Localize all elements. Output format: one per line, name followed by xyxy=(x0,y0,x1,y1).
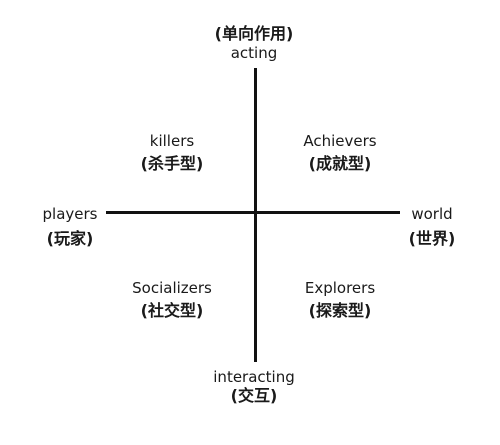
quadrant-socializers: Socializers (社交型) xyxy=(132,279,212,321)
horizontal-axis xyxy=(106,211,400,214)
bottom-axis-label: interacting (交互) xyxy=(213,368,294,406)
quadrant-killers-zh: (杀手型) xyxy=(140,154,204,173)
quadrant-killers: killers (杀手型) xyxy=(141,132,204,174)
quadrant-explorers: Explorers (探索型) xyxy=(305,279,375,321)
quadrant-achievers-en: Achievers xyxy=(303,132,377,150)
right-axis-label-zh: (世界) xyxy=(408,229,456,248)
top-axis-label-zh: (单向作用) xyxy=(214,24,294,43)
quadrant-achievers-zh: (成就型) xyxy=(308,154,372,173)
bottom-axis-label-en: interacting xyxy=(213,368,295,386)
quadrant-socializers-en: Socializers xyxy=(132,279,212,297)
quadrant-explorers-zh: (探索型) xyxy=(308,301,372,320)
quadrant-killers-en: killers xyxy=(149,132,195,150)
bottom-axis-label-zh: (交互) xyxy=(230,386,278,405)
left-axis-label: players (玩家) xyxy=(43,205,98,249)
right-axis-label-en: world xyxy=(411,205,453,223)
quadrant-explorers-en: Explorers xyxy=(304,279,376,297)
right-axis-label: world (世界) xyxy=(409,205,456,249)
top-axis-label-en: acting xyxy=(230,44,278,62)
quadrant-socializers-zh: (社交型) xyxy=(140,301,204,320)
left-axis-label-zh: (玩家) xyxy=(46,229,94,248)
quadrant-achievers: Achievers (成就型) xyxy=(303,132,376,174)
left-axis-label-en: players xyxy=(42,205,98,223)
top-axis-label: (单向作用) acting xyxy=(215,24,294,62)
vertical-axis xyxy=(254,68,257,362)
